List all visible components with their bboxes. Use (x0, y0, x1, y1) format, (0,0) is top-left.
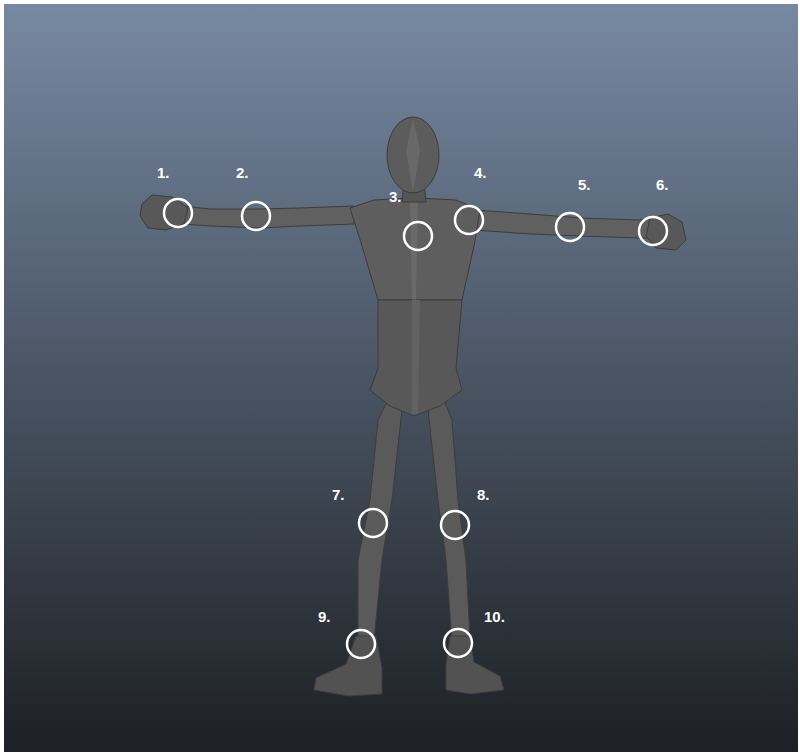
marker-circle (441, 511, 469, 539)
callout-number: 8. (477, 486, 490, 504)
marker-circle (242, 202, 270, 230)
callout-number: 10. (484, 608, 505, 626)
marker-circle (455, 206, 483, 234)
callout-number: 9. (318, 608, 331, 626)
callout-number: 4. (474, 164, 487, 182)
marker-circle (404, 222, 432, 250)
callout-number: 6. (656, 176, 669, 194)
callout-number: 7. (332, 486, 345, 504)
callout-number: 5. (578, 176, 591, 194)
viewport-background (4, 4, 798, 752)
marker-circle (556, 213, 584, 241)
marker-circle (359, 509, 387, 537)
low-poly-figure (140, 117, 686, 696)
marker-circle (164, 199, 192, 227)
callout-number: 3. (389, 188, 402, 206)
marker-circle (639, 217, 667, 245)
marker-circle (444, 629, 472, 657)
callout-number: 1. (157, 164, 170, 182)
marker-circle (347, 630, 375, 658)
marker-circles (164, 199, 667, 658)
callout-number: 2. (236, 164, 249, 182)
